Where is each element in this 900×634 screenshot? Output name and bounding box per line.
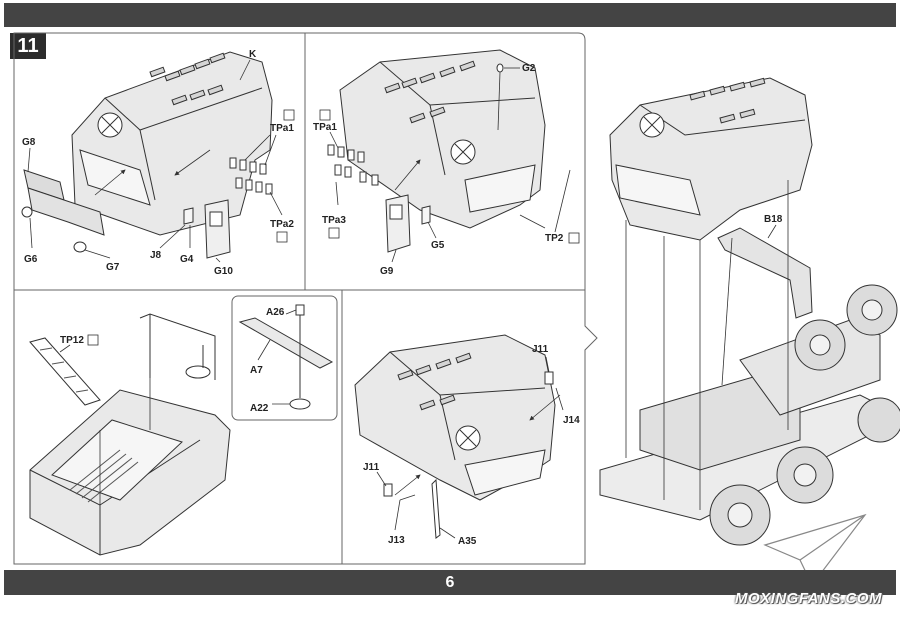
clear-part-icons bbox=[87, 109, 580, 346]
leader-lines-top-left bbox=[27, 59, 283, 263]
callout-j13: J13 bbox=[388, 535, 405, 546]
callout-g10: G10 bbox=[214, 266, 233, 277]
callout-j14: J14 bbox=[563, 415, 580, 426]
leader-lines-inset bbox=[257, 309, 297, 405]
callout-g4: G4 bbox=[180, 254, 194, 265]
callout-g6: G6 bbox=[24, 254, 38, 265]
cab-assembly-bottom-mid bbox=[354, 334, 556, 539]
panel-frames bbox=[13, 32, 598, 565]
callout-k: K bbox=[249, 49, 257, 60]
callout-g7: G7 bbox=[106, 262, 120, 273]
page-number: 6 bbox=[4, 570, 896, 595]
step-number-badge: 11 bbox=[10, 33, 46, 59]
callout-a26: A26 bbox=[266, 307, 285, 318]
callout-g5: G5 bbox=[431, 240, 445, 251]
top-header-bar bbox=[4, 3, 896, 27]
callout-a35: A35 bbox=[458, 536, 477, 547]
leader-lines-top-mid bbox=[329, 67, 571, 263]
clear-part-icon bbox=[328, 227, 340, 239]
callout-tpa1-left: TPa1 bbox=[270, 123, 294, 134]
clear-part-icon bbox=[276, 231, 288, 243]
steering-parts-inset bbox=[238, 304, 334, 410]
callout-g9: G9 bbox=[380, 266, 394, 277]
callout-a7: A7 bbox=[250, 365, 263, 376]
callout-tp12: TP12 bbox=[60, 335, 84, 346]
clear-part-icon bbox=[283, 109, 295, 121]
callout-j11-top: J11 bbox=[532, 344, 549, 355]
leader-lines-right bbox=[625, 180, 789, 510]
cab-assembly-top-left bbox=[21, 51, 273, 259]
truck-chassis-right bbox=[599, 77, 900, 546]
watermark: MOXINGFANS.COM bbox=[735, 590, 883, 607]
callout-labels: K G8 G6 G7 J8 G4 G10 TPa1 TPa2 G2 TPa1 T… bbox=[22, 49, 783, 547]
cab-interior-bottom-left bbox=[29, 313, 231, 556]
callout-a22: A22 bbox=[250, 403, 269, 414]
callout-j8: J8 bbox=[150, 250, 162, 261]
callout-tpa3: TPa3 bbox=[322, 215, 346, 226]
callout-g2: G2 bbox=[522, 63, 536, 74]
callout-g8: G8 bbox=[22, 137, 36, 148]
cab-assembly-top-mid bbox=[327, 49, 546, 253]
callout-b18: B18 bbox=[764, 214, 783, 225]
callout-j11-bottom: J11 bbox=[363, 462, 380, 473]
callout-tpa1-mid: TPa1 bbox=[313, 122, 337, 133]
leader-lines-bottom-left bbox=[59, 344, 151, 515]
callout-tp2: TP2 bbox=[545, 233, 564, 244]
clear-part-icon bbox=[568, 232, 580, 244]
leader-lines-bottom-mid bbox=[376, 356, 564, 539]
clear-part-icon bbox=[87, 334, 99, 346]
callout-tpa2: TPa2 bbox=[270, 219, 294, 230]
clear-part-icon bbox=[319, 109, 331, 121]
